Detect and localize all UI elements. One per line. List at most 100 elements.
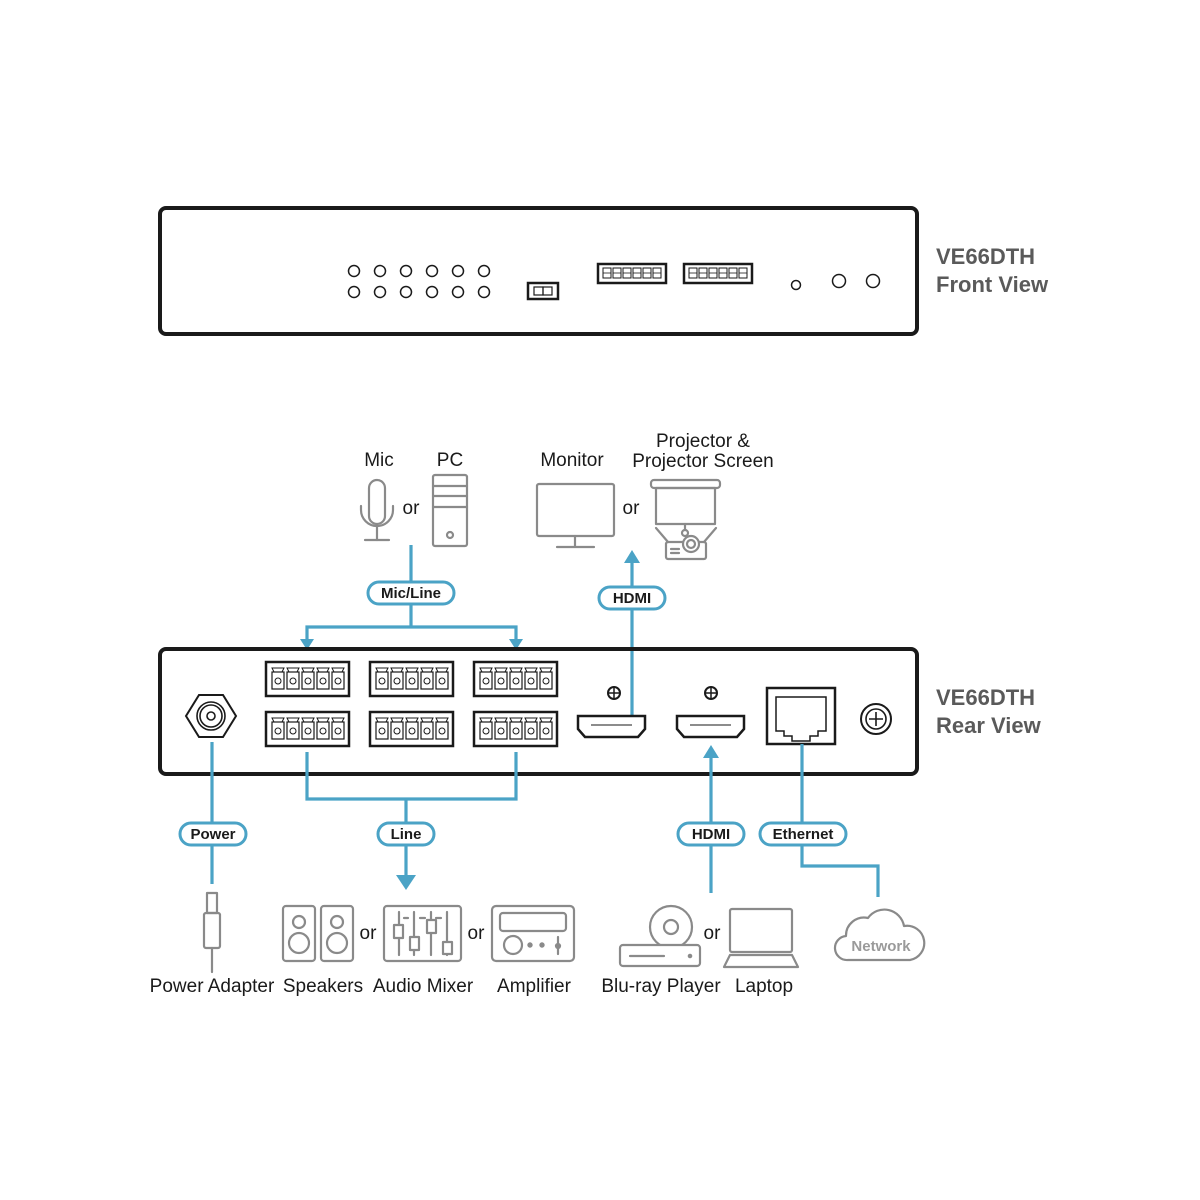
- terminal-pin: [420, 721, 434, 740]
- terminal-pin: [509, 671, 523, 690]
- terminal-pin: [316, 721, 330, 740]
- terminal-pin: [524, 671, 538, 690]
- front-led: [347, 264, 361, 278]
- front-slide-switch: [526, 281, 560, 301]
- terminal-pin: [375, 721, 389, 740]
- bluray-player-label: Blu-ray Player: [601, 976, 721, 997]
- front-led: [347, 285, 361, 299]
- audio-mixer-icon: [382, 904, 463, 963]
- terminal-pin: [271, 721, 285, 740]
- svg-text:Power: Power: [190, 826, 235, 843]
- hdmi-in-cable: [703, 745, 719, 893]
- arrow-up-icon: [624, 550, 640, 563]
- terminal-pin: [331, 671, 345, 690]
- terminal-block: [368, 710, 455, 748]
- hdmi-in-port: [675, 686, 746, 739]
- front-model-label: VE66DTH: [936, 244, 1035, 269]
- terminal-pin: [331, 721, 345, 740]
- or-bluray-laptop: or: [704, 923, 722, 944]
- projector-label-line2: Projector Screen: [632, 451, 774, 472]
- front-led: [399, 264, 413, 278]
- amplifier-label: Amplifier: [497, 976, 572, 997]
- front-panel-chassis: [158, 206, 919, 336]
- bluray-player-icon: [618, 904, 702, 968]
- terminal-pin: [286, 671, 300, 690]
- arrow-down-icon: [300, 639, 314, 650]
- hdmi-in-pill: HDMI: [676, 821, 746, 847]
- terminal-pin: [539, 671, 553, 690]
- arrow-down-icon: [396, 875, 416, 890]
- network-cloud-icon: Network: [833, 908, 926, 962]
- arrow-up-icon: [703, 745, 719, 758]
- terminal-pin: [494, 671, 508, 690]
- terminal-block: [264, 710, 351, 748]
- terminal-block-group: [264, 660, 559, 748]
- terminal-pin: [390, 721, 404, 740]
- dip-switch-housing: [596, 262, 668, 285]
- terminal-block: [472, 710, 559, 748]
- front-dip-switch-2: [682, 262, 754, 285]
- ethernet-pill: Ethernet: [758, 821, 848, 847]
- monitor-label: Monitor: [540, 450, 604, 471]
- laptop-label: Laptop: [735, 976, 793, 997]
- power-adapter-label: Power Adapter: [150, 976, 275, 997]
- mic-icon: [359, 478, 395, 542]
- terminal-pin: [494, 721, 508, 740]
- terminal-pin: [420, 671, 434, 690]
- ground-screw: [860, 703, 892, 735]
- power-adapter-icon: [202, 891, 222, 974]
- mic-line-pill: Mic/Line: [366, 580, 456, 606]
- pc-label: PC: [437, 450, 463, 471]
- svg-text:HDMI: HDMI: [613, 590, 651, 607]
- terminal-pin: [435, 671, 449, 690]
- front-button-2: [865, 273, 881, 289]
- monitor-icon: [535, 482, 616, 549]
- arrow-down-icon: [509, 639, 523, 650]
- amplifier-icon: [490, 904, 576, 963]
- projector-screen-icon: [649, 478, 722, 561]
- terminal-pin: [435, 721, 449, 740]
- terminal-block: [368, 660, 455, 698]
- hdmi-out-cable: [624, 550, 640, 718]
- or-mic-pc: or: [403, 498, 421, 519]
- terminal-pin: [524, 721, 538, 740]
- laptop-icon: [722, 907, 800, 969]
- rear-view-label: Rear View: [936, 713, 1042, 738]
- rear-view-device: [158, 647, 919, 776]
- terminal-pin: [301, 721, 315, 740]
- terminal-pin: [390, 671, 404, 690]
- svg-text:Ethernet: Ethernet: [773, 826, 834, 843]
- hdmi-out-port: [576, 686, 647, 739]
- front-led: [451, 285, 465, 299]
- front-dip-switch-1: [596, 262, 668, 285]
- svg-text:HDMI: HDMI: [692, 826, 730, 843]
- terminal-pin: [405, 721, 419, 740]
- projector-label-line1: Projector &: [656, 431, 750, 452]
- svg-text:Line: Line: [391, 826, 422, 843]
- terminal-pin: [301, 671, 315, 690]
- front-led: [451, 264, 465, 278]
- or-monitor-projector: or: [623, 498, 641, 519]
- front-led-grid: [347, 264, 491, 299]
- hdmi-out-pill: HDMI: [597, 585, 667, 611]
- terminal-pin: [316, 671, 330, 690]
- front-led: [399, 285, 413, 299]
- front-view-device: [158, 206, 919, 336]
- front-led: [425, 264, 439, 278]
- power-pill: Power: [178, 821, 248, 847]
- front-led: [477, 264, 491, 278]
- front-indicator-small: [790, 279, 802, 291]
- front-led: [373, 285, 387, 299]
- terminal-pin: [286, 721, 300, 740]
- ethernet-cable: [800, 744, 880, 897]
- power-jack-port: [184, 694, 238, 738]
- front-led: [425, 285, 439, 299]
- svg-text:Mic/Line: Mic/Line: [381, 585, 441, 602]
- front-led: [477, 285, 491, 299]
- terminal-pin: [509, 721, 523, 740]
- or-mixer-amplifier: or: [468, 923, 486, 944]
- network-label: Network: [851, 938, 911, 955]
- terminal-pin: [479, 671, 493, 690]
- ethernet-port: [765, 686, 837, 746]
